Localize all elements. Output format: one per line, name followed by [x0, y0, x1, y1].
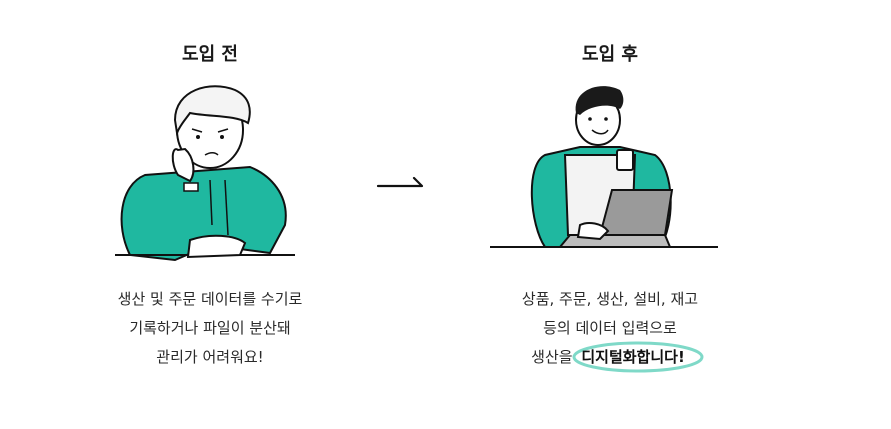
highlight-label: 디지털화합니다! [581, 348, 685, 366]
after-line-3-prefix: 생산을 [531, 348, 573, 366]
after-title: 도입 후 [582, 44, 638, 65]
before-line-3: 관리가 어려워요! [156, 348, 264, 366]
before-line-1: 생산 및 주문 데이터를 수기로 [117, 290, 303, 308]
happy-person-laptop-illustration [490, 86, 718, 248]
worried-person-illustration [115, 85, 295, 262]
arrow-right-icon [376, 176, 424, 188]
before-panel: 도입 전 생산 및 주문 데이터를 수기로 기록하거나 파일이 분산돼 관리가 … [60, 0, 360, 429]
highlight-circle-icon [572, 341, 704, 373]
after-line-2: 등의 데이터 입력으로 [543, 319, 677, 337]
after-line-3: 생산을 디지털화합니다! [460, 341, 760, 373]
after-line-1: 상품, 주문, 생산, 설비, 재고 [521, 290, 699, 308]
before-line-2: 기록하거나 파일이 분산돼 [129, 319, 291, 337]
highlighted-text: 디지털화합니다! [572, 341, 704, 373]
before-title: 도입 전 [182, 44, 238, 65]
after-description: 상품, 주문, 생산, 설비, 재고 등의 데이터 입력으로 생산을 디지털화합… [460, 285, 760, 373]
before-description: 생산 및 주문 데이터를 수기로 기록하거나 파일이 분산돼 관리가 어려워요! [60, 285, 360, 372]
after-panel: 도입 후 상품, 주문, 생산, 설비, 재고 등의 데이터 입력으로 생산을 [460, 0, 760, 429]
